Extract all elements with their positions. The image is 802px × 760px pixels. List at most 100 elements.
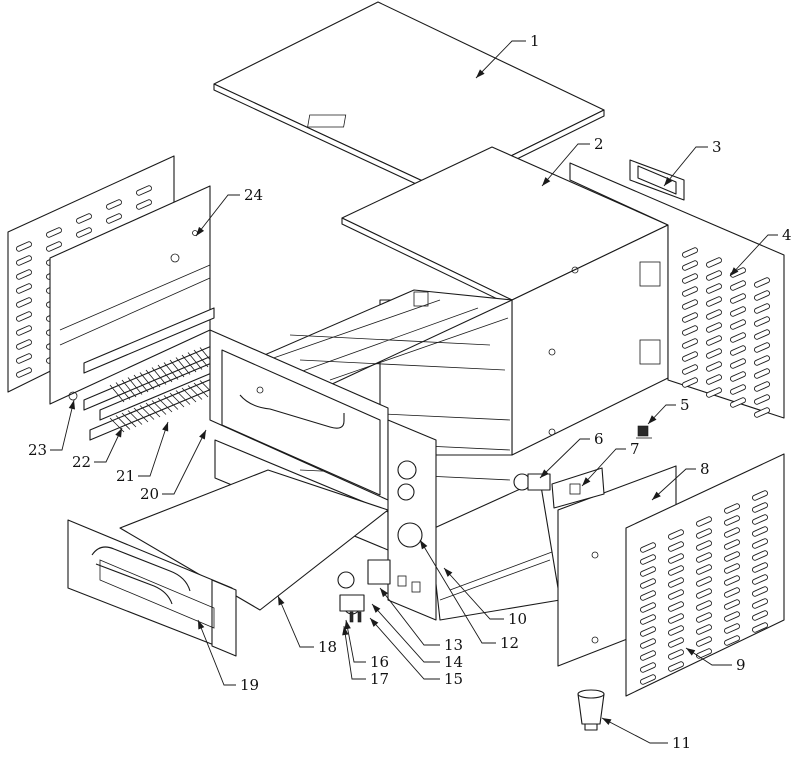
front-right-panel-vent-slots xyxy=(640,490,768,685)
leader-arrowhead xyxy=(542,177,551,186)
leader-arrowhead xyxy=(372,604,381,613)
vent-slot xyxy=(16,339,32,350)
leader-line xyxy=(371,603,440,663)
vent-slot xyxy=(76,227,92,238)
grill-bar xyxy=(115,382,131,400)
leader-arrowhead xyxy=(342,626,349,636)
vent-slot xyxy=(754,303,770,314)
leader-arrowhead xyxy=(162,422,169,432)
callout-number: 23 xyxy=(28,441,47,459)
vent-slot xyxy=(682,299,698,310)
vent-slot xyxy=(16,353,32,364)
vent-slot xyxy=(16,283,32,294)
vent-slot xyxy=(682,325,698,336)
vent-slot xyxy=(752,586,768,597)
vent-slot xyxy=(706,387,722,398)
leader-line xyxy=(343,625,366,680)
vent-slot xyxy=(696,600,712,611)
vent-slot xyxy=(696,648,712,659)
callout-number: 16 xyxy=(370,653,389,671)
vent-slot xyxy=(696,636,712,647)
leader-arrowhead xyxy=(686,648,696,656)
vent-slot xyxy=(682,338,698,349)
vent-slot xyxy=(668,601,684,612)
leader-line xyxy=(419,539,496,644)
rear-bracket xyxy=(629,159,685,201)
callout-12: 12 xyxy=(419,539,519,652)
vent-slot xyxy=(706,283,722,294)
leader-arrowhead xyxy=(648,415,657,424)
grill-bar xyxy=(121,412,137,428)
leader-arrowhead xyxy=(664,177,673,186)
vent-slot xyxy=(640,662,656,673)
grill-bar xyxy=(163,395,179,410)
leader-arrowhead xyxy=(444,568,453,577)
callout-number: 21 xyxy=(116,467,135,485)
callout-14: 14 xyxy=(371,603,463,671)
grill-bar xyxy=(157,364,173,383)
vent-slot xyxy=(752,538,768,549)
leader-line xyxy=(277,595,314,648)
vent-slot xyxy=(724,587,740,598)
vent-slot xyxy=(16,297,32,308)
grill-bar xyxy=(175,357,191,375)
vent-slot xyxy=(752,514,768,525)
vent-slot xyxy=(682,377,698,388)
lower-door xyxy=(67,519,237,657)
vent-slot xyxy=(706,309,722,320)
grill-bar xyxy=(133,374,149,393)
grill-bar xyxy=(187,352,203,370)
callout-number: 15 xyxy=(444,670,463,688)
vent-slot xyxy=(106,213,122,224)
leader-line xyxy=(94,427,123,463)
switch-component xyxy=(636,425,652,439)
motor-assembly xyxy=(513,467,605,509)
vent-slot xyxy=(752,598,768,609)
vent-slot xyxy=(724,515,740,526)
vent-slot xyxy=(640,542,656,553)
vent-slot xyxy=(724,539,740,550)
leader-line xyxy=(651,468,696,501)
callout-4: 4 xyxy=(729,226,792,277)
grill-bar xyxy=(127,377,143,395)
leader-arrowhead xyxy=(370,618,379,627)
vent-slot xyxy=(668,649,684,660)
vent-slot xyxy=(640,590,656,601)
vent-slot xyxy=(16,367,32,378)
vent-slot xyxy=(730,358,746,369)
vent-slot xyxy=(724,563,740,574)
vent-slot xyxy=(754,329,770,340)
callout-number: 10 xyxy=(508,610,527,628)
vent-slot xyxy=(668,541,684,552)
leader-line xyxy=(138,421,169,477)
front-right-side-panel xyxy=(625,453,785,697)
leader-line xyxy=(162,429,207,495)
callout-11: 11 xyxy=(601,717,691,752)
grill-bar xyxy=(181,387,197,403)
grill-bar xyxy=(169,392,185,408)
leader-line xyxy=(541,143,590,187)
callout-3: 3 xyxy=(663,138,722,187)
vent-slot xyxy=(706,296,722,307)
leader-line xyxy=(195,194,240,237)
vent-slot xyxy=(706,322,722,333)
grill-bar xyxy=(181,354,197,373)
vent-slot xyxy=(730,293,746,304)
leader-line xyxy=(369,617,440,680)
vent-slot xyxy=(696,612,712,623)
vent-slot xyxy=(16,255,32,266)
vent-slot xyxy=(696,516,712,527)
leader-arrowhead xyxy=(115,428,122,438)
vent-slot xyxy=(730,384,746,395)
grill-bar xyxy=(151,367,167,385)
callout-number: 6 xyxy=(594,430,604,448)
vent-slot xyxy=(706,257,722,268)
top-cover xyxy=(213,1,605,197)
grill-bar xyxy=(163,362,179,380)
callout-16: 16 xyxy=(344,619,389,671)
vent-slot xyxy=(724,575,740,586)
grill-bar xyxy=(175,390,191,405)
grill-bar xyxy=(169,359,185,378)
vent-slot xyxy=(724,503,740,514)
